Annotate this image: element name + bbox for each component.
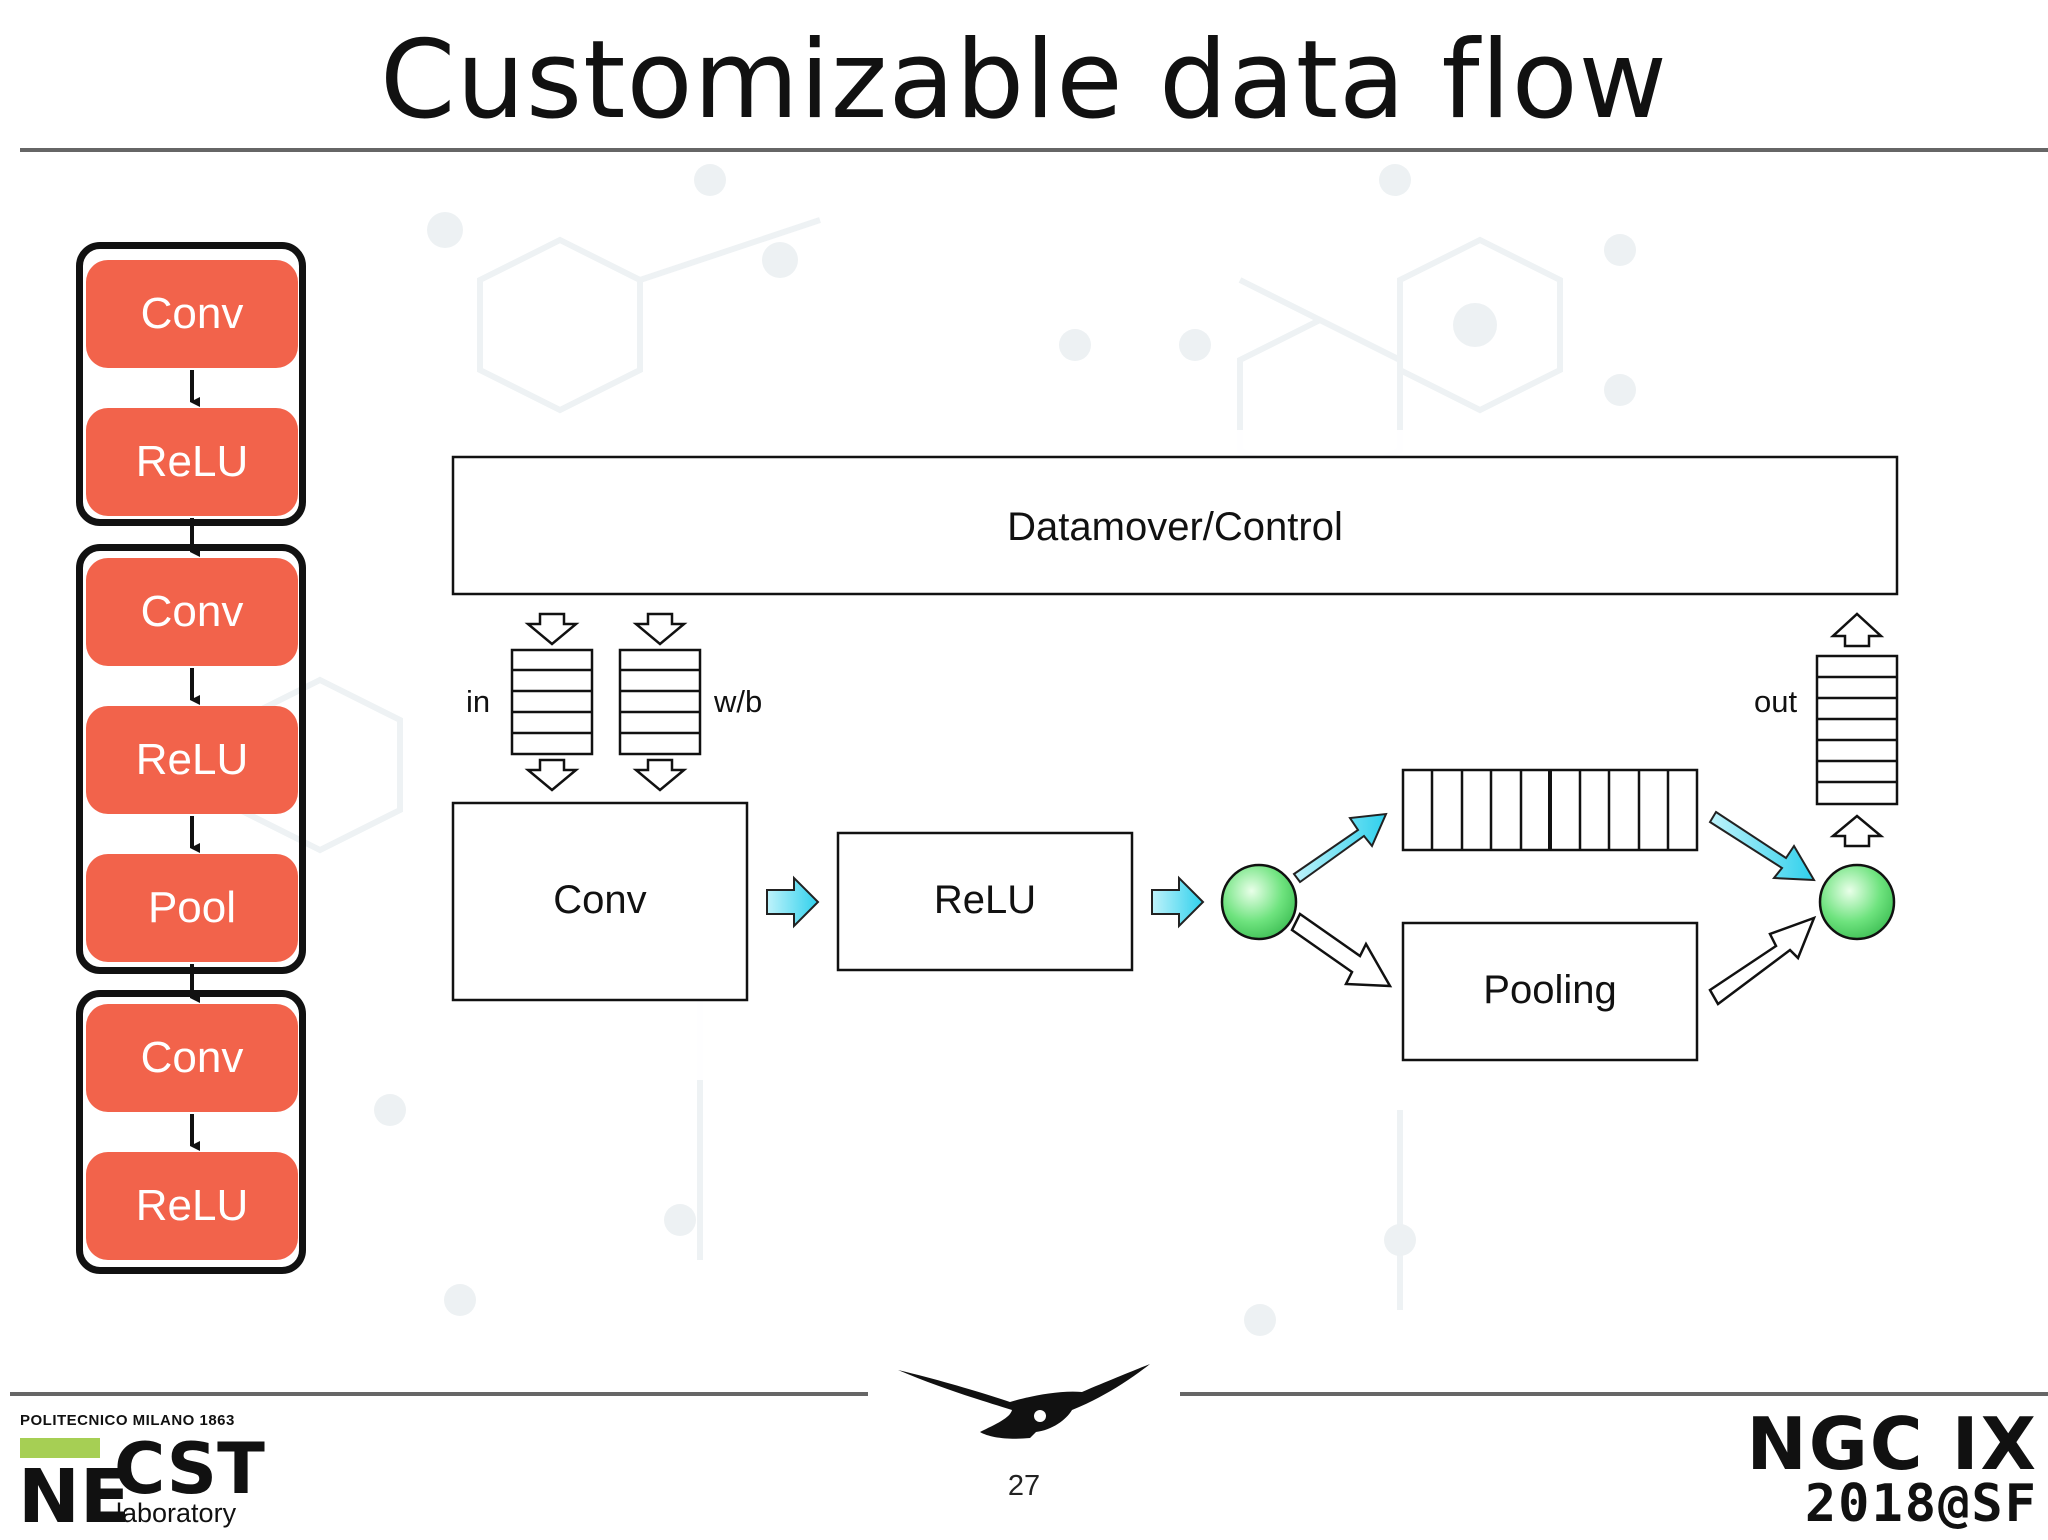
cyan-arrow <box>1292 812 1388 884</box>
slide-title: Customizable data flow <box>380 18 1668 143</box>
cyan-arrow <box>1151 875 1205 929</box>
lab-logo-ne: NE <box>18 1454 131 1540</box>
merge-node <box>1818 863 1896 941</box>
datamover-label: Datamover/Control <box>1007 505 1343 549</box>
page-number: 27 <box>1007 1470 1041 1502</box>
datamover-box <box>451 455 1899 596</box>
pooling-box <box>1401 921 1699 1062</box>
hollow-up-arrow <box>1829 814 1885 848</box>
line-buffer <box>1401 768 1699 852</box>
weight-fifo-label: w/b <box>714 684 763 719</box>
university-name: POLITECNICO MILANO 1863 <box>20 1412 235 1429</box>
hollow-arrow <box>1708 915 1817 1006</box>
hollow-down-arrow <box>524 758 580 792</box>
split-node <box>1220 863 1298 941</box>
layer-pool: Pool <box>86 854 298 962</box>
lab-logo-sub: laboratory <box>116 1498 237 1528</box>
footer-divider <box>1180 1392 2048 1396</box>
layer-conv: Conv <box>86 260 298 368</box>
lab-logo-bar <box>20 1438 100 1458</box>
conv-label: Conv <box>553 878 647 922</box>
weight-fifo <box>618 648 702 756</box>
layer-relu: ReLU <box>86 706 298 814</box>
pooling-label: Pooling <box>1483 968 1617 1012</box>
event-place: 2018@SF <box>1804 1474 2038 1534</box>
footer-divider <box>10 1392 868 1396</box>
event-name: NGC IX <box>1746 1402 2038 1486</box>
lab-logo-cst: CST <box>114 1428 265 1510</box>
output-fifo <box>1815 654 1899 806</box>
hollow-down-arrow <box>524 612 580 646</box>
cyan-arrow <box>766 875 820 929</box>
hollow-down-arrow <box>632 612 688 646</box>
title-divider <box>20 148 2048 152</box>
conv-box <box>451 801 749 1002</box>
hollow-down-arrow <box>632 758 688 792</box>
background-watermark <box>237 164 1636 1336</box>
hollow-up-arrow <box>1829 612 1885 648</box>
input-fifo-label: in <box>466 684 491 719</box>
layer-relu: ReLU <box>86 408 298 516</box>
input-fifo <box>510 648 594 756</box>
relu-label: ReLU <box>933 878 1037 922</box>
layer-conv: Conv <box>86 1004 298 1112</box>
relu-box <box>836 831 1134 972</box>
layer-conv: Conv <box>86 558 298 666</box>
layer-relu: ReLU <box>86 1152 298 1260</box>
hollow-arrow <box>1290 912 1393 988</box>
output-fifo-label: out <box>1754 684 1798 719</box>
cyan-arrow <box>1708 810 1816 882</box>
